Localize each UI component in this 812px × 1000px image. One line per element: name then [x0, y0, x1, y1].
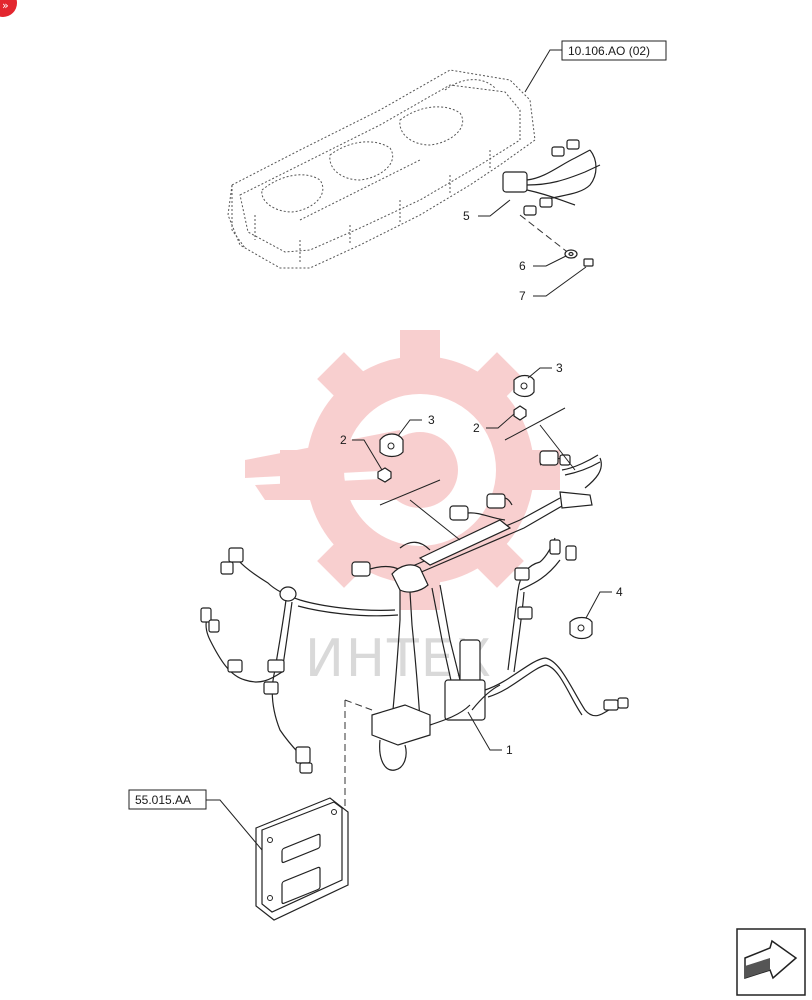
callout-5: 5	[463, 199, 511, 223]
injector-harness-part	[502, 139, 601, 216]
svg-text:4: 4	[616, 585, 623, 599]
svg-text:10.106.AO (02): 10.106.AO (02)	[568, 44, 650, 58]
assembly-line	[519, 214, 576, 259]
ecu-module	[255, 699, 373, 921]
watermark-logo	[245, 330, 560, 610]
svg-text:»: »	[2, 0, 9, 12]
callout-4: 4	[585, 585, 623, 619]
svg-text:2: 2	[340, 433, 347, 447]
callout-3-right: 3	[527, 361, 563, 379]
callout-6: 6	[519, 255, 567, 273]
engine-head-ghost	[227, 69, 536, 269]
svg-text:1: 1	[506, 743, 513, 757]
clip-part-4	[569, 616, 593, 640]
guide-line-right-2	[539, 424, 576, 471]
clip-part-3-left	[379, 433, 404, 458]
callout-2-right: 2	[473, 413, 515, 435]
callout-3-left: 3	[397, 413, 435, 437]
svg-text:3: 3	[556, 361, 563, 375]
svg-text:3: 3	[428, 413, 435, 427]
main-wiring-harness	[200, 450, 629, 774]
reference-box-ecu[interactable]: 55.015.AA	[128, 789, 263, 851]
next-page-arrow-icon[interactable]	[736, 928, 806, 996]
bolt-part	[583, 258, 594, 267]
callout-2-left: 2	[340, 433, 383, 471]
svg-text:55.015.AA: 55.015.AA	[135, 793, 191, 807]
corner-badge-icon: »	[0, 0, 17, 17]
reference-box-top[interactable]: 10.106.AO (02)	[524, 40, 667, 93]
svg-text:7: 7	[519, 289, 526, 303]
svg-text:2: 2	[473, 421, 480, 435]
nut-part-2-right	[513, 405, 527, 421]
svg-text:5: 5	[463, 209, 470, 223]
nut-part-2-left	[377, 467, 392, 483]
callout-1: 1	[467, 711, 513, 757]
guide-line-left-2	[409, 499, 461, 541]
guide-line-left	[379, 479, 441, 506]
callout-7: 7	[519, 266, 587, 303]
clip-part-3-right	[513, 374, 535, 398]
svg-text:6: 6	[519, 259, 526, 273]
washer-part	[564, 249, 578, 259]
guide-line-right	[504, 407, 566, 441]
